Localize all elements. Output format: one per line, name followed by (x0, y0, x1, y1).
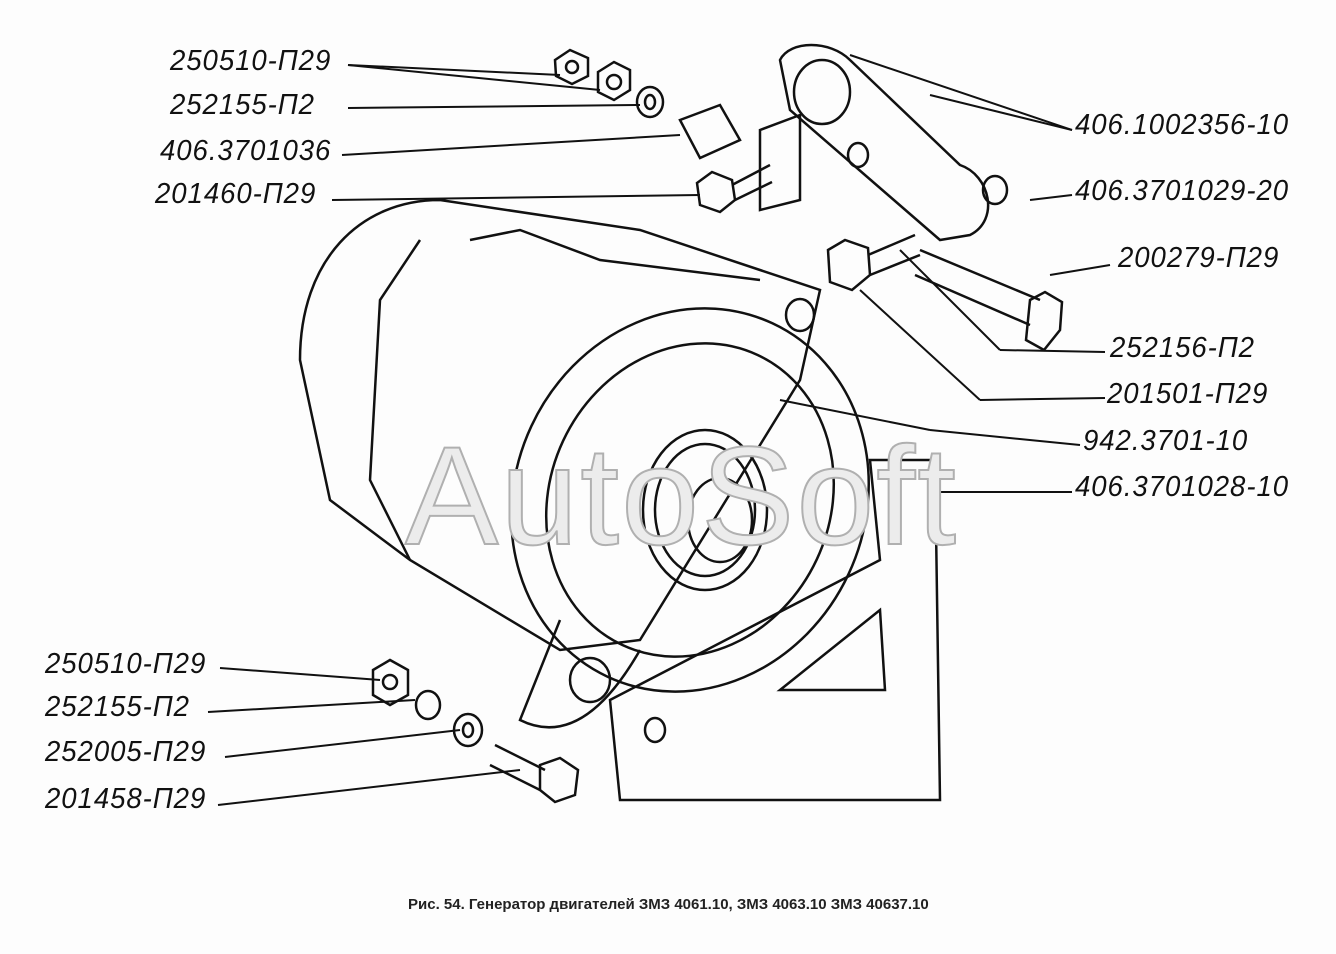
part-label: 252155-П2 (45, 691, 190, 723)
part-label: 406.3701029-20 (1075, 175, 1290, 207)
part-label: 250510-П29 (170, 45, 332, 77)
part-label: 201458-П29 (45, 783, 207, 815)
figure-caption: Рис. 54. Генератор двигателей ЗМЗ 4061.1… (408, 896, 929, 913)
part-label: 200279-П29 (1118, 242, 1280, 274)
part-label: 252155-П2 (170, 89, 315, 121)
leader-lines (207, 54, 1111, 806)
upper-bracket (758, 43, 1064, 352)
part-label: 252005-П29 (45, 736, 207, 768)
generator-body (298, 198, 870, 729)
part-label: 201460-П29 (155, 178, 317, 210)
lower-bracket (608, 458, 942, 802)
part-label: 252156-П2 (1110, 332, 1255, 364)
watermark: AutoSoft (404, 416, 959, 575)
part-label: 201501-П29 (1107, 378, 1269, 410)
part-label: 250510-П29 (45, 648, 207, 680)
part-label: 406.1002356-10 (1075, 109, 1290, 141)
bottom-hardware (371, 658, 580, 804)
top-hardware (553, 48, 773, 214)
part-label: 406.3701036 (160, 135, 332, 167)
part-label: 942.3701-10 (1083, 425, 1249, 457)
part-label: 406.3701028-10 (1075, 471, 1290, 503)
